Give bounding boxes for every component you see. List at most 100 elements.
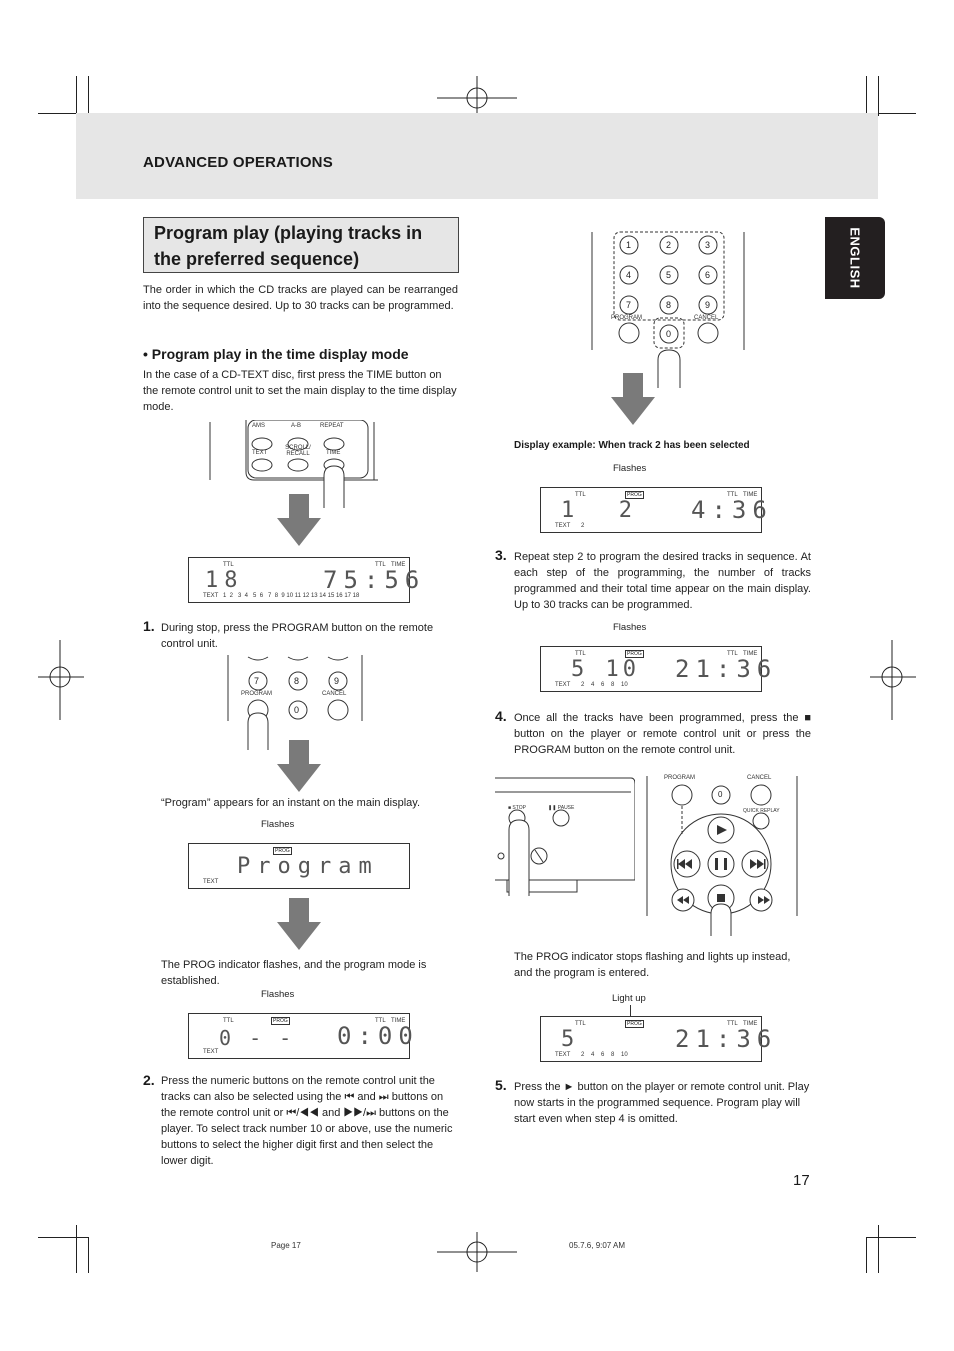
subsection-title: Program play in the time display mode xyxy=(151,346,409,362)
light-up-label: Light up xyxy=(612,993,646,1004)
section-title: ADVANCED OPERATIONS xyxy=(143,154,333,171)
lcd-track-count: 0 - - xyxy=(219,1026,295,1050)
prog-flashes-text: The PROG indicator flashes, and the prog… xyxy=(161,959,427,987)
key-7: 7 xyxy=(254,676,260,686)
key-3: 3 xyxy=(705,240,711,250)
crop-mark xyxy=(866,113,916,114)
prog-indicator: PROG xyxy=(273,847,292,855)
step-5-text: Press the ► button on the player or remo… xyxy=(514,1081,810,1125)
lcd-total-time: 0:00 xyxy=(337,1022,419,1050)
intro-paragraph: The order in which the CD tracks are pla… xyxy=(143,284,458,312)
down-arrow-icon xyxy=(277,494,321,546)
remote-stop-illustration xyxy=(646,776,798,936)
cancel-label: CANCEL xyxy=(747,775,772,781)
key-1: 1 xyxy=(626,240,632,250)
flashes-label: Flashes xyxy=(261,819,295,830)
lcd-display-empty: TTL PROG TTL TIME 0 - - 0:00 TEXT xyxy=(188,1013,413,1059)
step-number: 1. xyxy=(143,618,155,634)
page-number: 17 xyxy=(793,1172,810,1189)
crop-mark xyxy=(866,76,867,116)
flashes-label: Flashes xyxy=(613,622,647,633)
language-label: ENGLISH xyxy=(847,227,863,289)
subsection-heading: • Program play in the time display mode xyxy=(143,346,409,362)
lcd-display-program: PROG Program TEXT xyxy=(188,843,410,889)
lcd-time: TIME xyxy=(391,562,406,568)
lcd-track-numbers: 1 2 3 4 5 6 7 8 9 10 11 12 13 14 15 16 1… xyxy=(223,593,360,599)
down-arrow-icon xyxy=(277,898,321,950)
lcd-total-time: 4:36 xyxy=(691,496,773,524)
header-band xyxy=(76,113,878,199)
program-label: PROGRAM xyxy=(611,315,643,321)
step-3-text: Repeat step 2 to program the desired tra… xyxy=(514,551,811,611)
lcd-track-numbers: 2 4 6 8 10 xyxy=(581,1052,628,1058)
step-number: 4. xyxy=(495,708,507,724)
cancel-label: CANCEL xyxy=(694,315,719,321)
key-8: 8 xyxy=(666,300,672,310)
lcd-text: TEXT xyxy=(203,593,219,599)
crop-mark xyxy=(38,113,88,114)
lcd-total-time: 21:36 xyxy=(675,655,778,683)
crop-mark xyxy=(88,76,89,116)
crop-mark xyxy=(878,1225,879,1273)
down-arrow-icon xyxy=(277,740,321,792)
crop-mark xyxy=(88,1237,89,1273)
remote-time-illustration xyxy=(209,420,378,508)
scroll-label: SCROLL/ RECALL xyxy=(285,445,311,457)
crop-mark xyxy=(866,1237,916,1238)
lcd-ttl: TTL xyxy=(375,562,386,568)
language-tab: ENGLISH xyxy=(825,217,885,299)
text-label: TEXT xyxy=(252,450,268,456)
registration-mark xyxy=(38,640,84,720)
program-label: PROGRAM xyxy=(241,691,273,697)
lcd-track-numbers: 2 xyxy=(581,523,585,529)
cancel-label: CANCEL xyxy=(322,691,347,697)
down-arrow-icon xyxy=(611,373,655,425)
subsection-text: In the case of a CD-TEXT disc, first pre… xyxy=(143,369,457,413)
prog-indicator: PROG xyxy=(625,491,644,499)
keypad-full-illustration xyxy=(591,231,745,388)
lcd-track-count: 5 xyxy=(561,1027,581,1052)
crop-mark xyxy=(878,76,879,116)
crop-mark xyxy=(76,76,77,116)
step-4-text: Once all the tracks have been programmed… xyxy=(514,712,811,756)
ab-label: A-B xyxy=(291,423,302,429)
lcd-track-numbers: 2 4 6 8 10 xyxy=(581,682,628,688)
lcd-program-text: Program xyxy=(237,854,379,879)
time-label: TIME xyxy=(326,450,341,456)
key-9: 9 xyxy=(705,300,711,310)
key-4: 4 xyxy=(626,270,632,280)
lcd-display-2: TTL PROG TTL TIME 1 2 4:36 TEXT 2 xyxy=(540,487,767,533)
footer-timestamp: 05.7.6, 9:07 AM xyxy=(569,1241,626,1250)
key-2: 2 xyxy=(666,240,672,250)
pause-label: ❚❚ PAUSE xyxy=(548,805,575,811)
crop-mark xyxy=(866,1237,867,1273)
lcd-track-count: 18 xyxy=(205,568,244,593)
program-appears-text: “Program” appears for an instant on the … xyxy=(161,797,421,809)
step-2-text: Press the numeric buttons on the remote … xyxy=(161,1075,453,1167)
flashes-label: Flashes xyxy=(261,989,295,1000)
lcd-display-4: TTL PROG TTL TIME 5 21:36 TEXT 2 4 6 8 1… xyxy=(540,1016,771,1062)
quick-replay-label: QUICK REPLAY xyxy=(743,808,780,814)
lcd-track-count: 1 2 xyxy=(561,498,638,523)
flashes-label: Flashes xyxy=(613,463,647,474)
lcd-display-3: TTL PROG TTL TIME 5 10 21:36 TEXT 2 4 6 … xyxy=(540,646,771,692)
key-0: 0 xyxy=(294,705,300,715)
program-label: PROGRAM xyxy=(664,775,696,781)
display-example-caption: Display example: When track 2 has been s… xyxy=(514,440,750,451)
key-0: 0 xyxy=(718,790,723,799)
prog-indicator: PROG xyxy=(271,1017,290,1025)
key-9: 9 xyxy=(334,676,340,686)
lcd-total-time: 21:36 xyxy=(675,1025,778,1053)
page-title-box: Program play (playing tracks in the pref… xyxy=(143,217,459,273)
page-title: Program play (playing tracks in the pref… xyxy=(154,223,423,269)
lcd-total-time: 75:56 xyxy=(323,566,426,594)
step-number: 2. xyxy=(143,1072,155,1088)
crop-mark xyxy=(76,1225,77,1273)
key-5: 5 xyxy=(666,270,672,280)
key-8: 8 xyxy=(294,676,300,686)
keypad-program-illustration xyxy=(227,655,363,750)
crop-mark xyxy=(38,1237,88,1238)
footer-page: Page 17 xyxy=(271,1241,301,1250)
stop-label: ■ STOP xyxy=(508,805,526,811)
key-6: 6 xyxy=(705,270,711,280)
